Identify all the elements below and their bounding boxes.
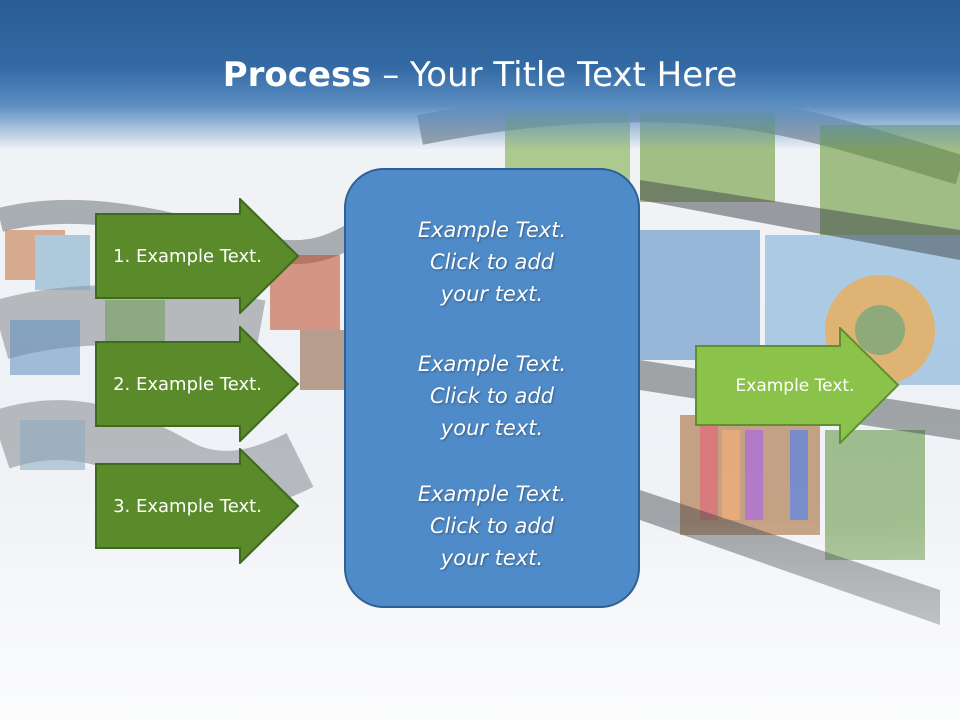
page-title: Process – Your Title Text Here	[0, 50, 960, 100]
title-bold: Process	[222, 55, 372, 95]
para-line: Click to add	[429, 514, 554, 538]
arrow-shape	[95, 326, 300, 442]
para-line: Example Text.	[417, 482, 567, 506]
arrow-label: 1. Example Text.	[113, 245, 262, 267]
arrow-shape	[95, 448, 300, 564]
paragraph-1: Example Text. Click to add your text.	[346, 214, 638, 310]
arrow-step-1[interactable]: 1. Example Text.	[95, 198, 300, 314]
para-line: Example Text.	[417, 352, 567, 376]
arrow-step-3[interactable]: 3. Example Text.	[95, 448, 300, 564]
arrow-label: 3. Example Text.	[113, 495, 262, 517]
para-line: your text.	[440, 282, 544, 306]
arrow-label: Example Text.	[735, 375, 855, 396]
center-text-box[interactable]: Example Text. Click to add your text. Ex…	[344, 168, 640, 608]
para-line: Click to add	[429, 250, 554, 274]
arrow-result[interactable]: Example Text.	[695, 327, 900, 444]
arrow-shape	[695, 327, 900, 444]
para-line: Click to add	[429, 384, 554, 408]
para-line: your text.	[440, 416, 544, 440]
title-rest: – Your Title Text Here	[371, 55, 738, 95]
arrow-step-2[interactable]: 2. Example Text.	[95, 326, 300, 442]
title-banner	[0, 0, 960, 150]
arrow-shape	[95, 198, 300, 314]
paragraph-2: Example Text. Click to add your text.	[346, 348, 638, 444]
para-line: your text.	[440, 546, 544, 570]
arrow-label: 2. Example Text.	[113, 373, 262, 395]
paragraph-3: Example Text. Click to add your text.	[346, 478, 638, 574]
para-line: Example Text.	[417, 218, 567, 242]
